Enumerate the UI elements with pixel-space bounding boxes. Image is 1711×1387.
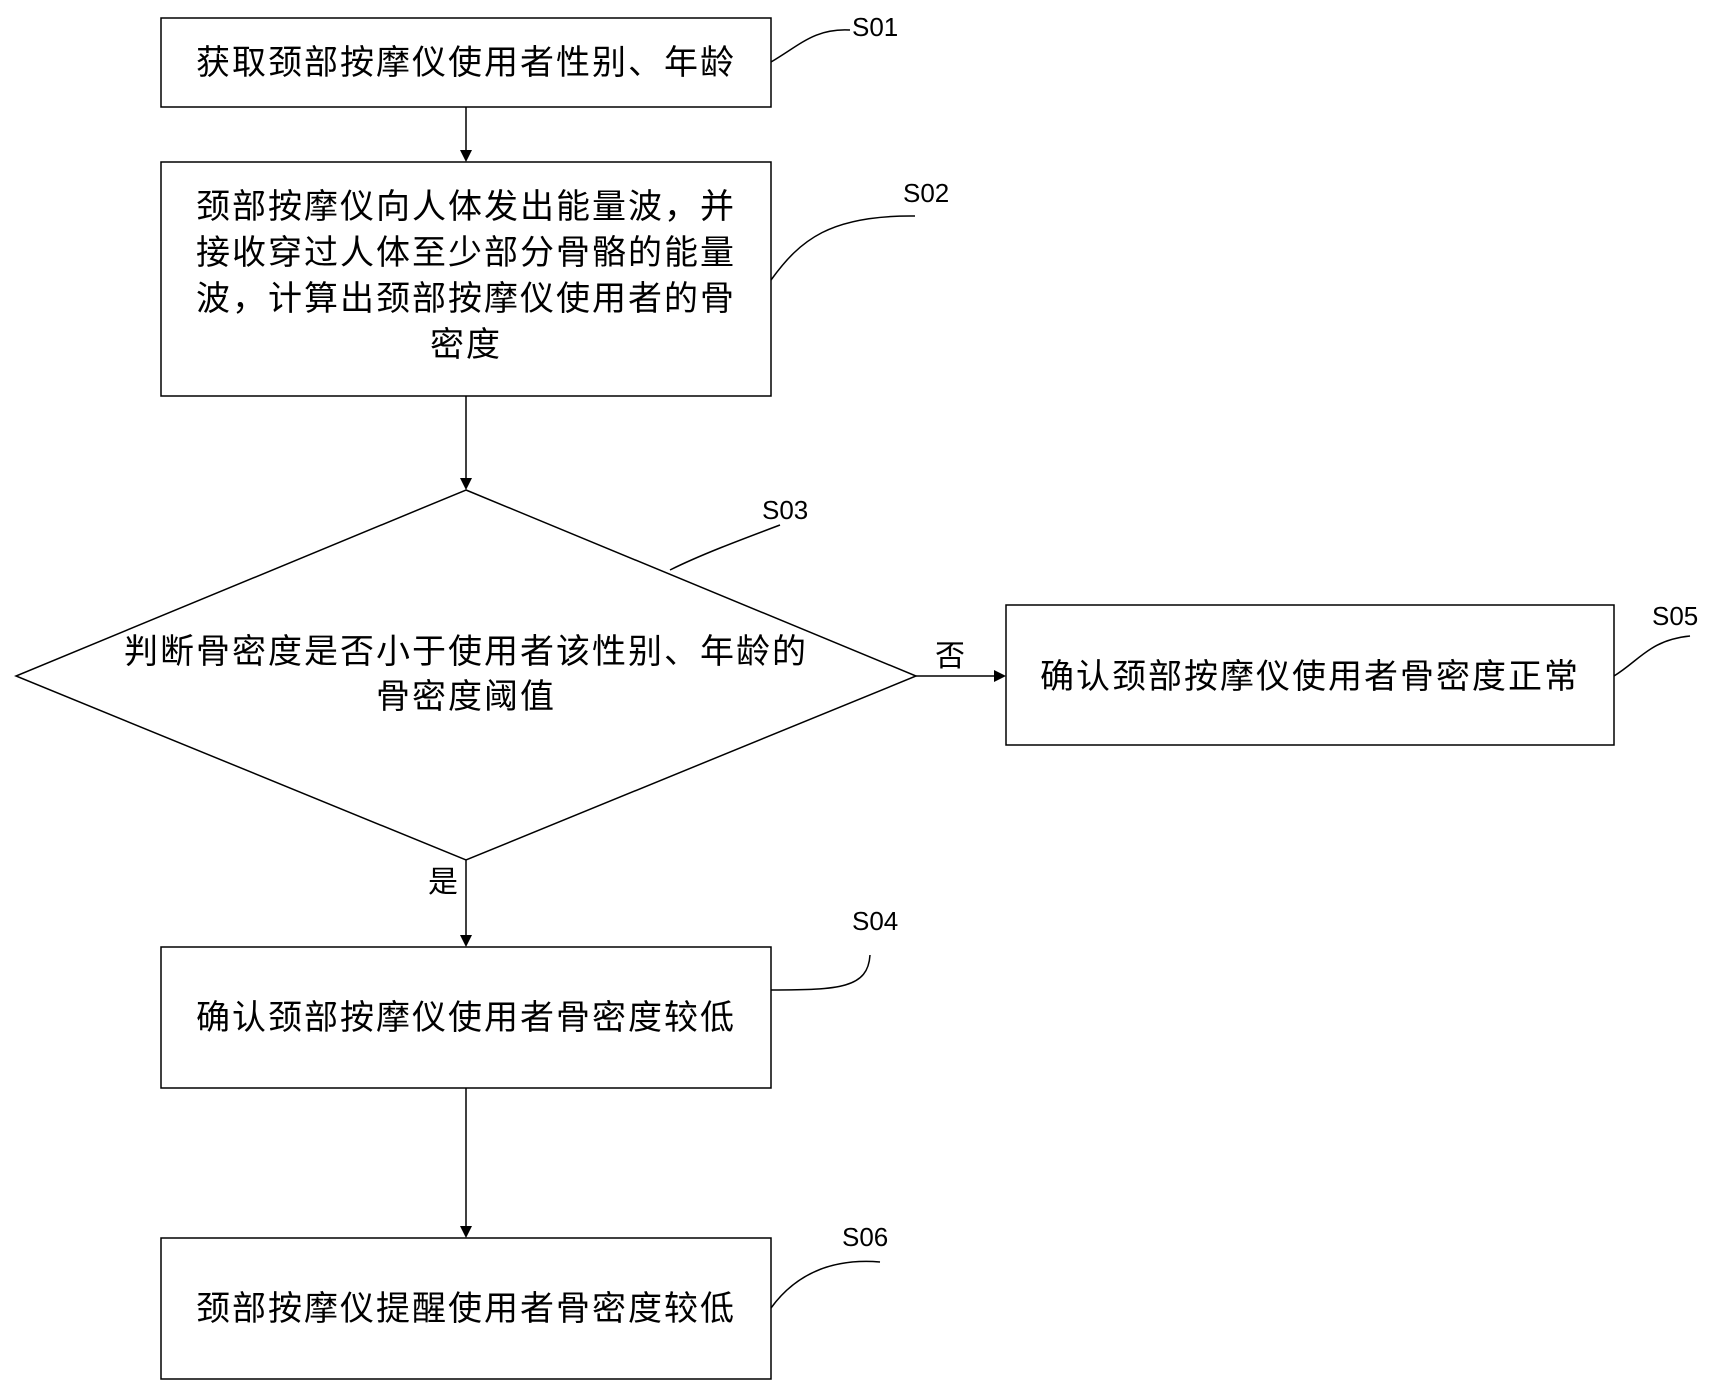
step-s05-leader xyxy=(1613,635,1691,677)
step-s06-box xyxy=(160,1237,772,1380)
step-s02-line-1: 颈部按摩仪向人体发出能量波，并 xyxy=(196,187,736,227)
step-s02-line-3: 波，计算出颈部按摩仪使用者的骨 xyxy=(196,279,736,319)
step-s04-label: S04 xyxy=(852,906,898,936)
step-s02-box xyxy=(160,161,772,397)
step-s01-box xyxy=(160,17,772,108)
step-s03-leader xyxy=(669,524,781,571)
step-s02-line-4: 密度 xyxy=(430,325,502,365)
step-s01-text: 获取颈部按摩仪使用者性别、年龄 xyxy=(196,43,736,83)
step-s06-label: S06 xyxy=(842,1222,888,1252)
step-s03-label: S03 xyxy=(762,495,808,525)
step-s06-leader xyxy=(770,1260,881,1309)
step-s04-leader xyxy=(770,954,871,991)
step-s03-line-1: 判断骨密度是否小于使用者该性别、年龄的 xyxy=(124,632,808,672)
branch-no-label: 否 xyxy=(935,639,965,674)
step-s02-line-2: 接收穿过人体至少部分骨骼的能量 xyxy=(196,233,736,273)
step-s01-leader xyxy=(770,29,851,63)
step-s03-line-2: 骨密度阈值 xyxy=(376,677,556,717)
step-s05-text: 确认颈部按摩仪使用者骨密度正常 xyxy=(1040,657,1580,697)
step-s03-diamond xyxy=(14,489,918,861)
step-s02-leader xyxy=(770,215,916,281)
step-s05-label: S05 xyxy=(1652,601,1698,631)
step-s06-text: 颈部按摩仪提醒使用者骨密度较低 xyxy=(196,1289,736,1329)
step-s04-text: 确认颈部按摩仪使用者骨密度较低 xyxy=(196,998,736,1038)
step-s04-box xyxy=(160,946,772,1089)
branch-yes-label: 是 xyxy=(428,865,458,900)
step-s02-label: S02 xyxy=(903,178,949,208)
step-s01-label: S01 xyxy=(852,12,898,42)
step-s05-box xyxy=(1005,604,1615,746)
